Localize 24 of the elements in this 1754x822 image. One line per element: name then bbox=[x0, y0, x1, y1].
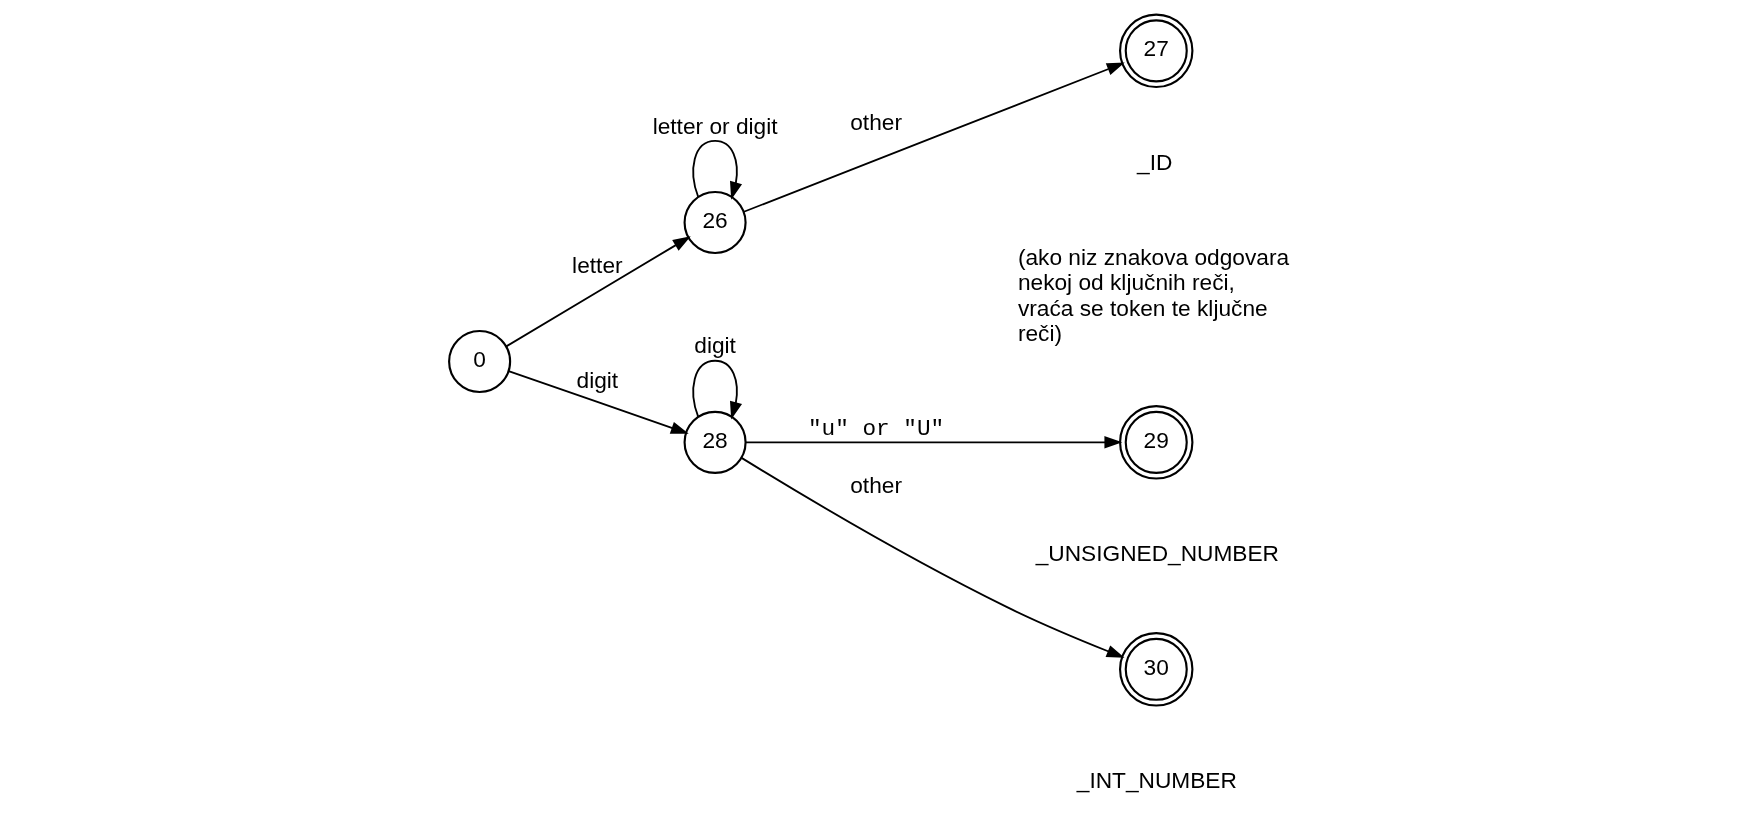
node-label: (ako niz znakova odgovara nekoj od ključnih reči, vraća se token te ključne reči) bbox=[1017, 243, 1289, 346]
node-label: _UNSIGNED_NUMBER bbox=[1035, 539, 1279, 566]
edge-label: letter or digit bbox=[652, 112, 777, 139]
node-circle: 26 bbox=[683, 190, 747, 254]
arrow bbox=[742, 62, 1125, 213]
node-label: _ID bbox=[1136, 148, 1172, 175]
edge-label: letter bbox=[571, 251, 623, 278]
arrow bbox=[507, 369, 689, 434]
node-circle: 27 bbox=[1118, 13, 1193, 88]
edge-label: "u" or "U" bbox=[807, 415, 944, 442]
node-circle: 30 bbox=[1118, 631, 1193, 707]
arrow bbox=[504, 235, 691, 347]
edge-label: other bbox=[849, 471, 902, 498]
edge-label: digit bbox=[576, 366, 618, 393]
arrow bbox=[740, 456, 1125, 658]
node-circle: 28 bbox=[683, 410, 747, 474]
node-label: _INT_NUMBER bbox=[1076, 766, 1237, 793]
arrow bbox=[691, 359, 742, 420]
node-circle: 29 bbox=[1118, 404, 1193, 480]
arrow bbox=[691, 139, 742, 200]
arrow bbox=[744, 435, 1122, 449]
edge-label: digit bbox=[693, 331, 736, 358]
edge-label: other bbox=[849, 108, 902, 135]
node-circle: 0 bbox=[447, 329, 511, 393]
